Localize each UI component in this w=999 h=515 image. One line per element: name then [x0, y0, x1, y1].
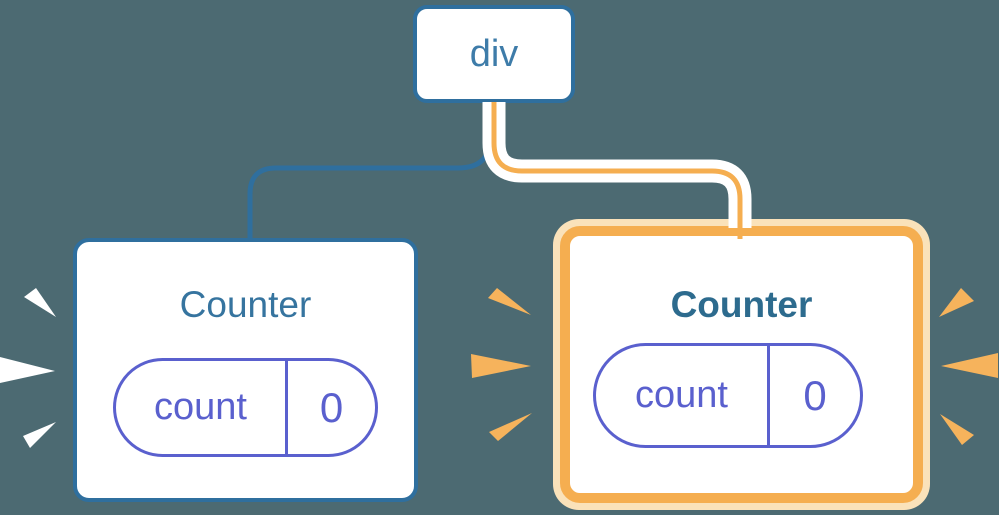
counter-card-left: Counter count 0 — [73, 238, 418, 502]
state-pill-right: count 0 — [593, 343, 863, 448]
edge-div-to-left-counter — [247, 102, 493, 242]
spark-icon — [941, 353, 998, 378]
state-pill-left: count 0 — [113, 358, 378, 457]
spark-icon — [489, 413, 532, 441]
spark-icon — [488, 288, 531, 315]
counter-title-right: Counter — [670, 284, 813, 325]
state-key-right: count — [596, 346, 770, 445]
spark-group-right-card-left — [471, 288, 532, 441]
spark-icon — [23, 422, 56, 448]
tree-node-div: div — [413, 5, 575, 103]
spark-group-left-white — [0, 288, 56, 448]
state-key-left: count — [116, 361, 288, 454]
spark-icon — [939, 288, 974, 317]
edge-div-to-right-counter-halo — [482, 102, 752, 228]
div-node-label: div — [469, 32, 519, 75]
spark-icon — [0, 357, 55, 383]
spark-icon — [24, 288, 56, 317]
counter-title-left: Counter — [179, 284, 312, 325]
spark-icon — [471, 354, 531, 378]
state-value-left: 0 — [319, 383, 344, 431]
counter-card-right-highlighted: Counter count 0 — [553, 219, 930, 510]
state-value-right: 0 — [803, 371, 827, 419]
spark-group-right-card-right — [939, 288, 998, 445]
spark-icon — [940, 414, 974, 445]
